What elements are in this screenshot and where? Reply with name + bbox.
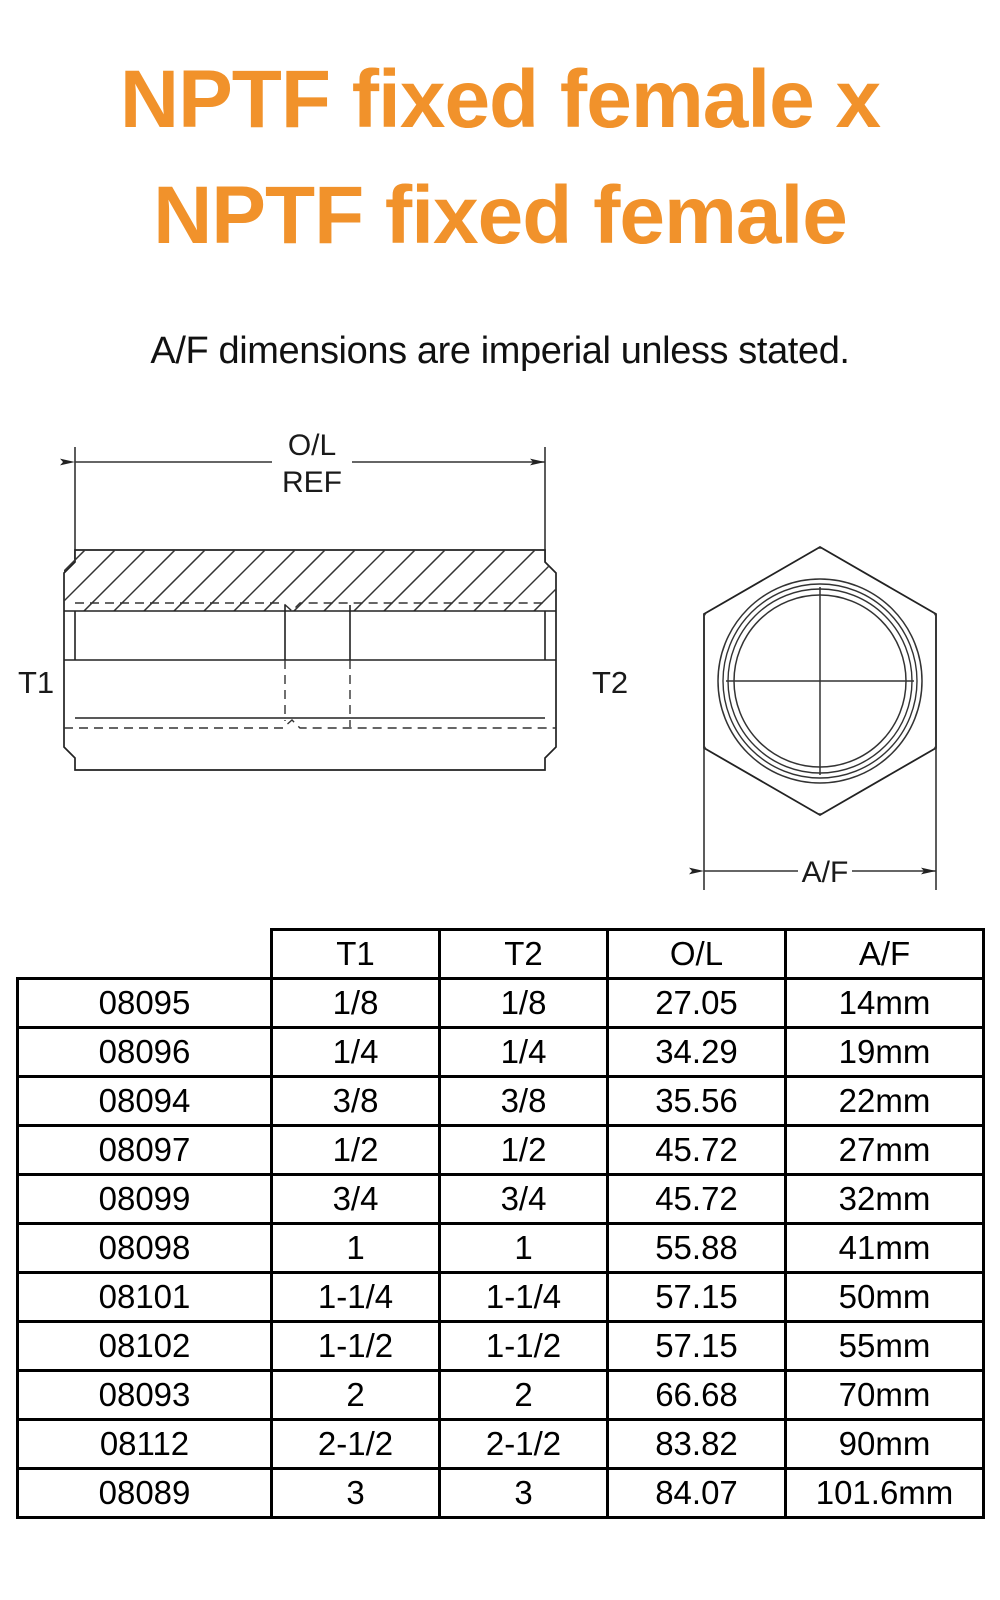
cell-code: 08101 xyxy=(16,1271,273,1323)
cell-t2: 1-1/2 xyxy=(438,1320,609,1372)
cell-ol: 27.05 xyxy=(606,977,787,1029)
table-header-row: T1 T2 O/L A/F xyxy=(18,928,985,980)
cell-ol: 83.82 xyxy=(606,1418,787,1470)
cell-t1: 3/8 xyxy=(270,1075,441,1127)
cell-t1: 1 xyxy=(270,1222,441,1274)
cell-t1: 1/4 xyxy=(270,1026,441,1078)
cell-code: 08098 xyxy=(16,1222,273,1274)
page-title: NPTF fixed female x NPTF fixed female xyxy=(0,42,1000,275)
cell-t1: 2 xyxy=(270,1369,441,1421)
cell-af: 41mm xyxy=(784,1222,985,1274)
header-cell-ol: O/L xyxy=(606,928,787,980)
cell-ol: 66.68 xyxy=(606,1369,787,1421)
cell-t2: 3/8 xyxy=(438,1075,609,1127)
cell-ol: 35.56 xyxy=(606,1075,787,1127)
drawing-svg: O/L REF xyxy=(18,429,937,890)
cell-code: 08097 xyxy=(16,1124,273,1176)
cell-code: 08095 xyxy=(16,977,273,1029)
ref-dimension-label: REF xyxy=(282,466,342,499)
subtitle-note: A/F dimensions are imperial unless state… xyxy=(150,330,850,372)
cell-t2: 1/8 xyxy=(438,977,609,1029)
cell-t2: 3/4 xyxy=(438,1173,609,1225)
cell-t1: 1/2 xyxy=(270,1124,441,1176)
cell-af: 55mm xyxy=(784,1320,985,1372)
cell-af: 101.6mm xyxy=(784,1467,985,1519)
cell-code: 08094 xyxy=(16,1075,273,1127)
lower-thread-hidden-line xyxy=(64,719,556,729)
cell-code: 08096 xyxy=(16,1026,273,1078)
end-view: A/F xyxy=(689,545,937,890)
cell-ol: 45.72 xyxy=(606,1124,787,1176)
page-title-line-2: NPTF fixed female xyxy=(153,170,848,262)
ol-dimension-label: O/L xyxy=(288,429,336,462)
header-cell-af: A/F xyxy=(784,928,985,980)
cell-t2: 1-1/4 xyxy=(438,1271,609,1323)
cell-t1: 1/8 xyxy=(270,977,441,1029)
cell-ol: 84.07 xyxy=(606,1467,787,1519)
cell-af: 32mm xyxy=(784,1173,985,1225)
cell-af: 27mm xyxy=(784,1124,985,1176)
cell-ol: 55.88 xyxy=(606,1222,787,1274)
header-cell-t1: T1 xyxy=(270,928,441,980)
cell-t1: 3/4 xyxy=(270,1173,441,1225)
cell-ol: 45.72 xyxy=(606,1173,787,1225)
thread-label-t1: T1 xyxy=(18,665,54,700)
cell-t2: 2 xyxy=(438,1369,609,1421)
cell-ol: 57.15 xyxy=(606,1271,787,1323)
cell-t1: 2-1/2 xyxy=(270,1418,441,1470)
cell-ol: 34.29 xyxy=(606,1026,787,1078)
thread-label-t2: T2 xyxy=(592,665,628,700)
header-cell-code xyxy=(18,930,272,979)
section-view: O/L REF xyxy=(18,429,628,771)
cell-af: 50mm xyxy=(784,1271,985,1323)
cell-code: 08089 xyxy=(16,1467,273,1519)
cell-t2: 3 xyxy=(438,1467,609,1519)
cell-af: 90mm xyxy=(784,1418,985,1470)
cell-af: 70mm xyxy=(784,1369,985,1421)
thread-circle-mid-1 xyxy=(722,583,918,779)
cell-af: 19mm xyxy=(784,1026,985,1078)
cell-af: 14mm xyxy=(784,977,985,1029)
cell-t1: 1-1/4 xyxy=(270,1271,441,1323)
section-hatching xyxy=(64,550,556,611)
af-dimension-label: A/F xyxy=(802,856,849,889)
cell-code: 08093 xyxy=(16,1369,273,1421)
technical-drawing: O/L REF xyxy=(0,415,1000,915)
cell-code: 08099 xyxy=(16,1173,273,1225)
cell-af: 22mm xyxy=(784,1075,985,1127)
cell-code: 08112 xyxy=(16,1418,273,1470)
page-title-line-1: NPTF fixed female x xyxy=(119,54,881,145)
cell-t2: 1/2 xyxy=(438,1124,609,1176)
cell-code: 08102 xyxy=(16,1320,273,1372)
cell-t2: 1 xyxy=(438,1222,609,1274)
cell-t1: 1-1/2 xyxy=(270,1320,441,1372)
cell-t2: 1/4 xyxy=(438,1026,609,1078)
cell-ol: 57.15 xyxy=(606,1320,787,1372)
hex-circumscribed-circle xyxy=(704,547,936,815)
cell-t1: 3 xyxy=(270,1467,441,1519)
table-head: T1 T2 O/L A/F xyxy=(18,928,985,980)
header-cell-t2: T2 xyxy=(438,928,609,980)
cell-t2: 2-1/2 xyxy=(438,1418,609,1470)
thread-circle-outer xyxy=(717,578,923,784)
